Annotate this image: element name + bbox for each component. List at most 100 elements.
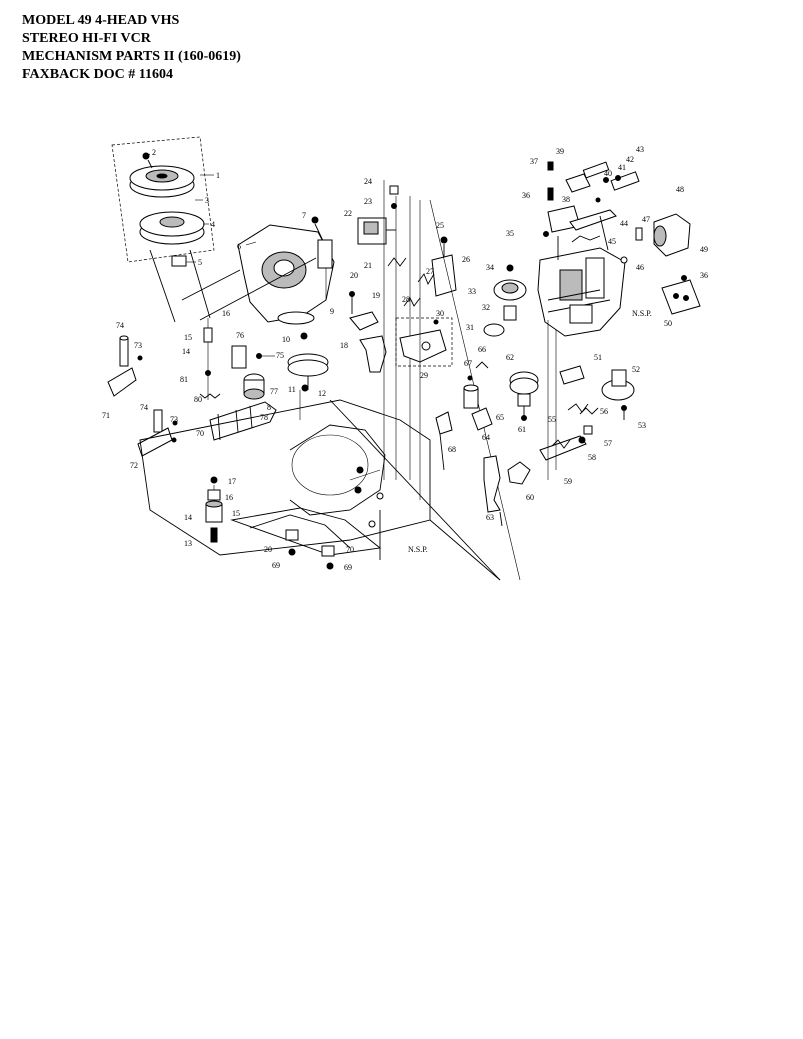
callout-23: 23 (364, 197, 372, 206)
callout-67: 67 (464, 359, 472, 368)
callout-16b: 16 (225, 493, 233, 502)
gear-set (483, 264, 527, 337)
callout-65: 65 (496, 413, 504, 422)
callout-22: 22 (344, 209, 352, 218)
callout-labels: 1 2 3 4 5 6 7 8 9 10 11 12 13 14 15 16 1… (102, 145, 708, 572)
callout-15b: 15 (184, 333, 192, 342)
callout-36b: 36 (700, 271, 708, 280)
callout-2: 2 (152, 148, 156, 157)
lower-right-parts (435, 320, 635, 527)
callout-32: 32 (482, 303, 490, 312)
callout-11: 11 (288, 385, 296, 394)
callout-72: 72 (130, 461, 138, 470)
callout-14b: 14 (182, 347, 190, 356)
callout-3: 3 (205, 196, 209, 205)
callout-18: 18 (340, 341, 348, 350)
callout-70b: 70 (196, 429, 204, 438)
callout-73b: 73 (170, 415, 178, 424)
callout-28: 28 (402, 295, 410, 304)
callout-17: 17 (228, 477, 236, 486)
callout-1: 1 (216, 171, 220, 180)
header-mechanism-line: MECHANISM PARTS II (160-0619) (22, 49, 241, 64)
callout-44: 44 (620, 219, 628, 228)
upper-base-plate (181, 216, 335, 325)
callout-33: 33 (468, 287, 476, 296)
callout-43: 43 (636, 145, 644, 154)
callout-55: 55 (548, 415, 556, 424)
left-lever-arm (199, 318, 277, 441)
callout-73a: 73 (134, 341, 142, 350)
callout-13: 13 (184, 539, 192, 548)
callout-20b: 20 (264, 545, 272, 554)
callout-27: 27 (426, 267, 434, 276)
callout-12: 12 (318, 389, 326, 398)
callout-80: 80 (194, 395, 202, 404)
drum-assembly (111, 136, 215, 323)
callout-66: 66 (478, 345, 486, 354)
header-stereo-line: STEREO HI-FI VCR (22, 31, 151, 46)
callout-74a: 74 (116, 321, 124, 330)
main-chassis (139, 399, 501, 581)
callout-51: 51 (594, 353, 602, 362)
capstan-assembly (231, 332, 329, 420)
callout-56: 56 (600, 407, 608, 416)
upper-center-parts (349, 180, 411, 480)
callout-52: 52 (632, 365, 640, 374)
callout-31: 31 (466, 323, 474, 332)
callout-nsp-bottom: N.S.P. (408, 545, 428, 554)
left-small-parts (107, 335, 178, 457)
callout-40: 40 (604, 169, 612, 178)
callout-69a: 69 (272, 561, 280, 570)
callout-25: 25 (436, 221, 444, 230)
callout-75: 75 (276, 351, 284, 360)
right-mechanism (537, 161, 691, 337)
callout-19: 19 (372, 291, 380, 300)
callout-nsp-right: N.S.P. (632, 309, 652, 318)
callout-46: 46 (636, 263, 644, 272)
callout-29: 29 (420, 371, 428, 380)
callout-71: 71 (102, 411, 110, 420)
callout-15: 15 (232, 509, 240, 518)
callout-81: 81 (180, 375, 188, 384)
callout-35: 35 (506, 229, 514, 238)
callout-4: 4 (211, 220, 215, 229)
lower-left-parts (205, 476, 384, 570)
callout-6: 6 (237, 242, 241, 251)
document-header: MODEL 49 4-HEAD VHS STEREO HI-FI VCR MEC… (22, 12, 241, 84)
callout-42: 42 (626, 155, 634, 164)
callout-60: 60 (526, 493, 534, 502)
callout-30: 30 (436, 309, 444, 318)
callout-10: 10 (282, 335, 290, 344)
callout-24: 24 (364, 177, 372, 186)
callout-36a: 36 (522, 191, 530, 200)
callout-57: 57 (604, 439, 612, 448)
callout-53: 53 (638, 421, 646, 430)
callout-68: 68 (448, 445, 456, 454)
callout-8: 8 (267, 403, 271, 412)
callout-38: 38 (562, 195, 570, 204)
callout-37: 37 (530, 157, 538, 166)
callout-16a: 16 (222, 309, 230, 318)
callout-39: 39 (556, 147, 564, 156)
callout-14: 14 (184, 513, 192, 522)
callout-41: 41 (618, 163, 626, 172)
callout-20a: 20 (350, 271, 358, 280)
right-plate (661, 275, 701, 315)
callout-74b: 74 (140, 403, 148, 412)
header-faxback-line: FAXBACK DOC # 11604 (22, 67, 174, 82)
callout-61: 61 (518, 425, 526, 434)
callout-63: 63 (486, 513, 494, 522)
callout-76: 76 (236, 331, 244, 340)
callout-62: 62 (506, 353, 514, 362)
callout-47: 47 (642, 215, 650, 224)
callout-45: 45 (608, 237, 616, 246)
header-model-line: MODEL 49 4-HEAD VHS (22, 13, 180, 28)
callout-58: 58 (588, 453, 596, 462)
callout-78: 78 (260, 413, 268, 422)
callout-59: 59 (564, 477, 572, 486)
callout-50: 50 (664, 319, 672, 328)
callout-49: 49 (700, 245, 708, 254)
callout-9: 9 (330, 307, 334, 316)
callout-5: 5 (198, 258, 202, 267)
